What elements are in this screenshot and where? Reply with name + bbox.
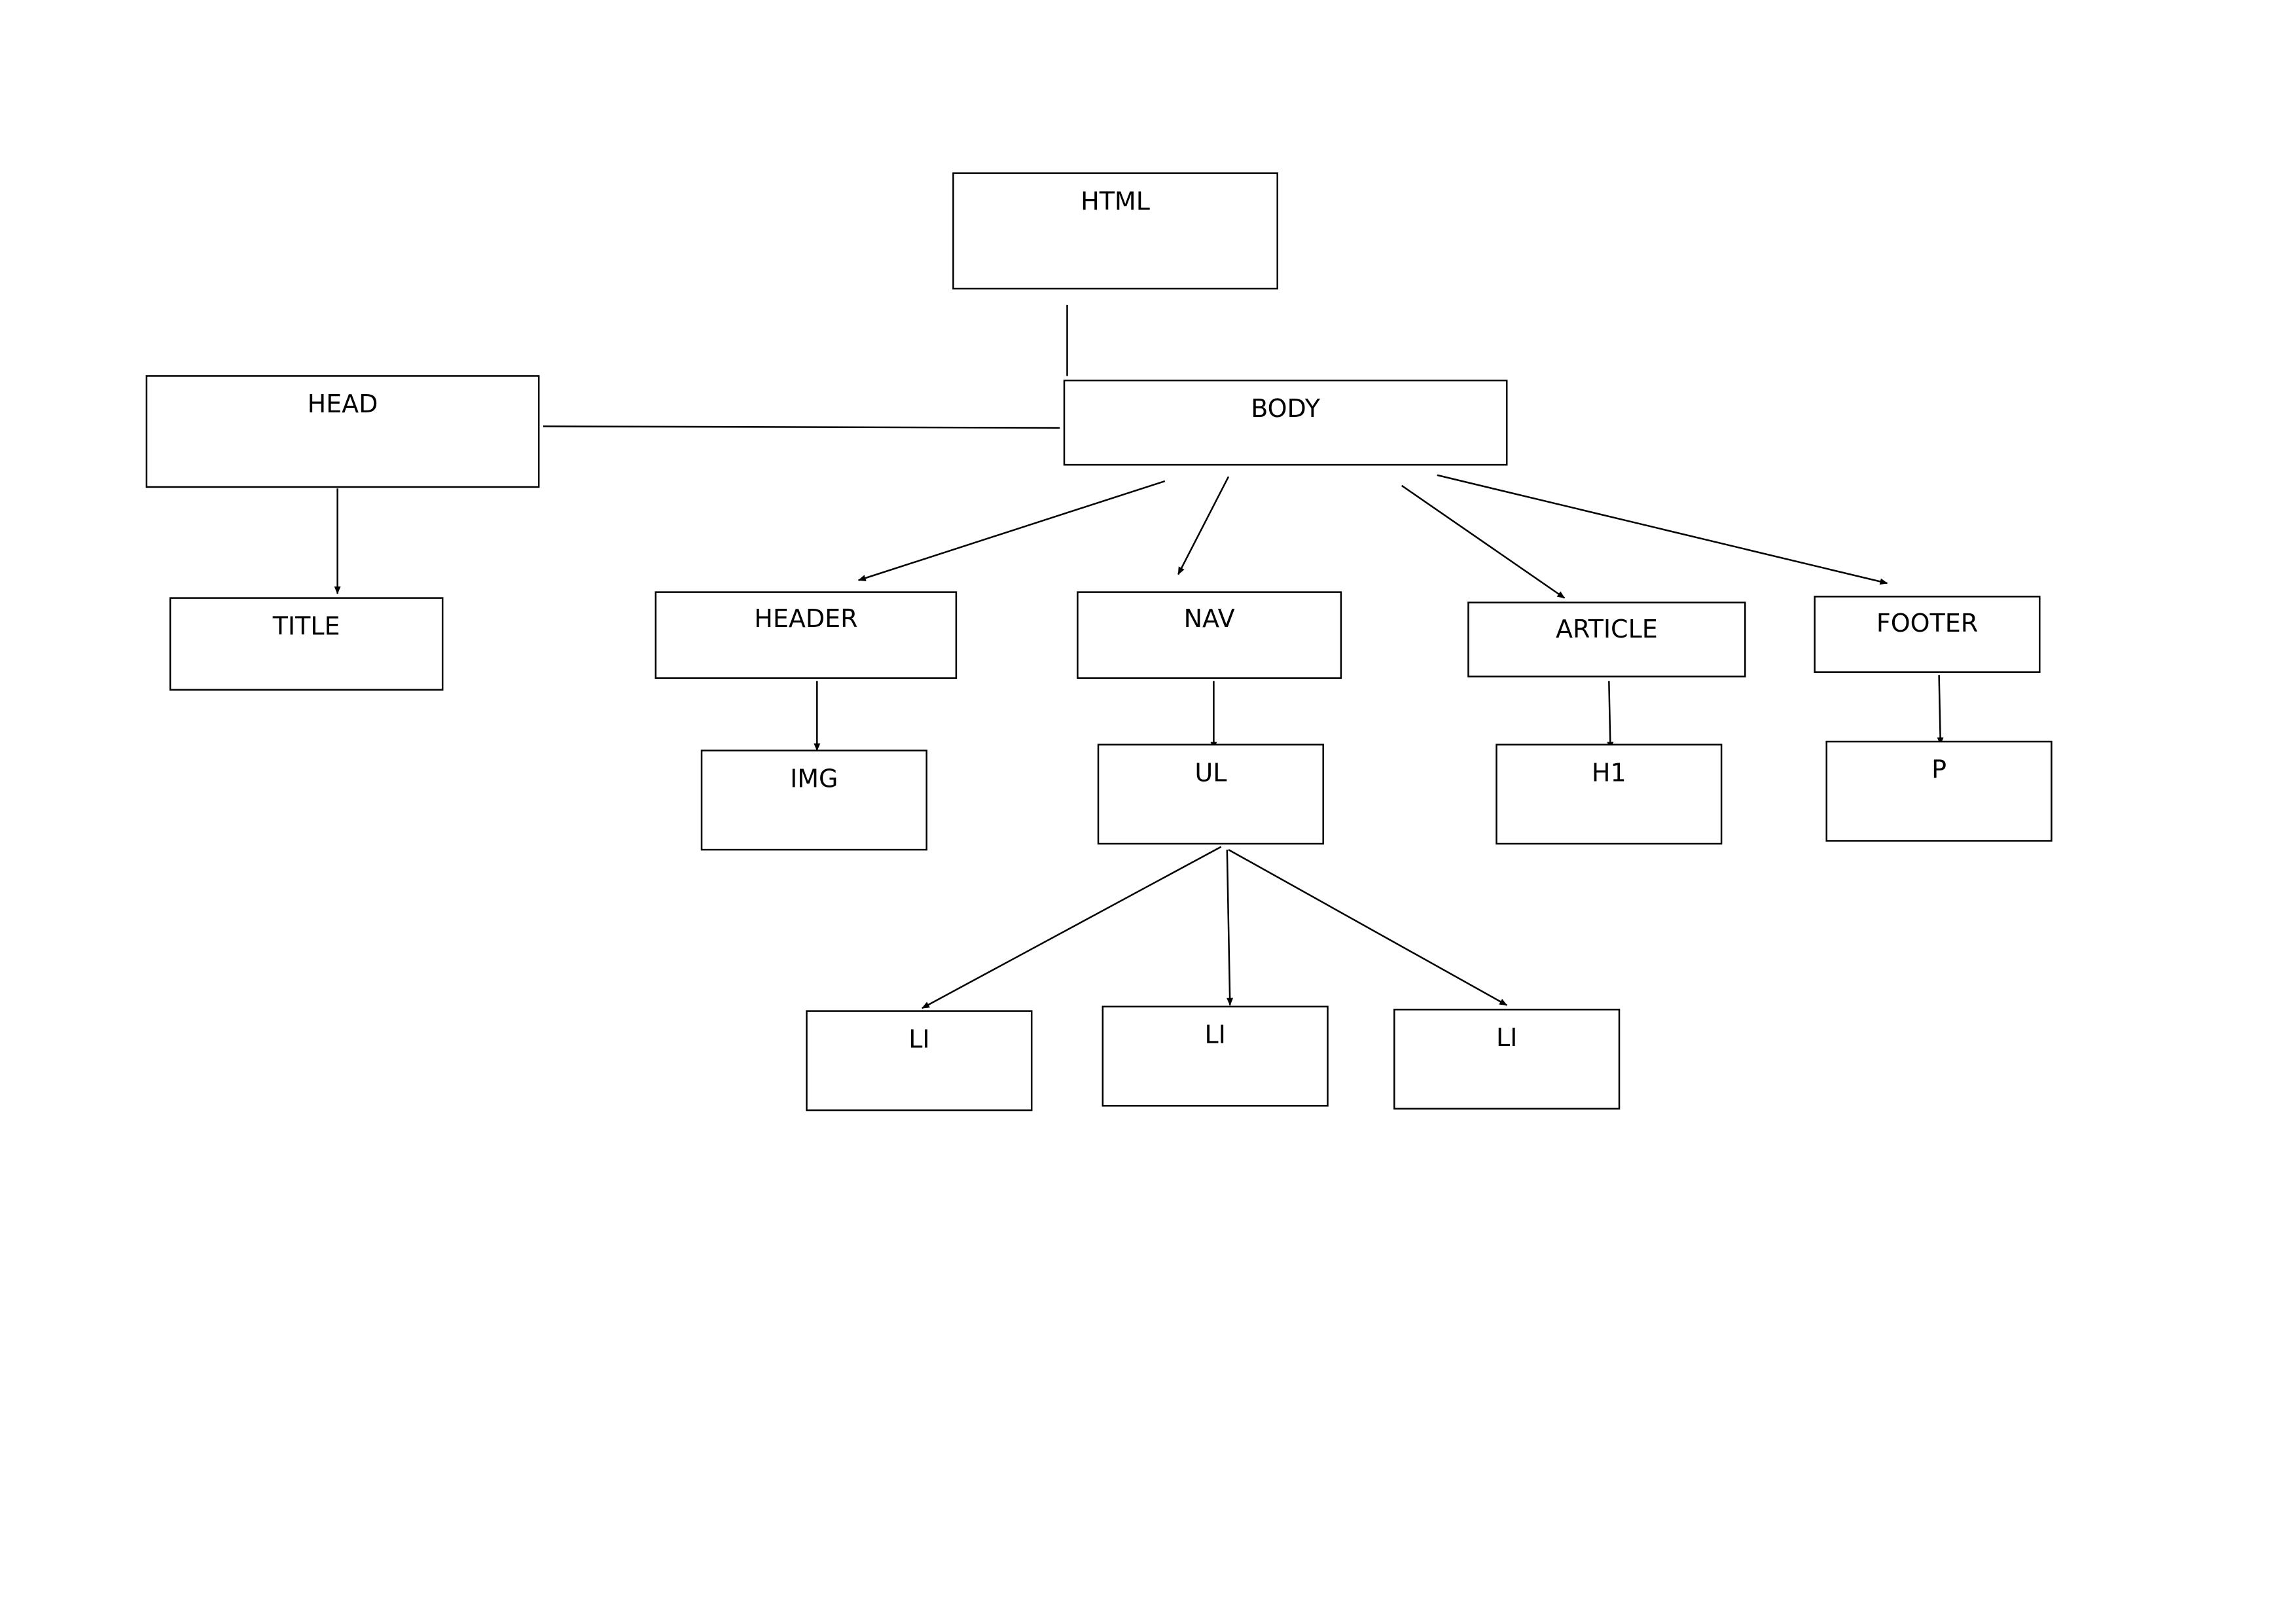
edge-ul-li1 (922, 846, 1222, 1009)
node-label-article: ARTICLE (1556, 615, 1658, 643)
node-li1: LI (806, 1010, 1033, 1111)
node-label-img: IMG (790, 764, 838, 793)
edge-line-head-body (543, 425, 1060, 429)
node-label-ul: UL (1194, 758, 1227, 787)
node-box-body (1063, 379, 1508, 466)
node-ul: UL (1097, 744, 1324, 845)
edge-line-body-footer (1437, 474, 1888, 585)
edge-body-footer (1437, 474, 1888, 585)
node-label-html: HTML (1081, 187, 1150, 215)
node-label-p: P (1931, 755, 1946, 784)
node-label-header: HEADER (754, 604, 857, 633)
edges-layer (334, 304, 1944, 1009)
node-article: ARTICLE (1467, 602, 1746, 677)
node-box-footer (1814, 596, 2041, 673)
edge-footer-p (1937, 675, 1944, 746)
node-box-li2 (1102, 1005, 1329, 1107)
node-box-img (700, 749, 927, 851)
edge-head-body (543, 425, 1060, 429)
nodes-layer: HTML HEAD BODY TITLE HEADER NAV ARTICLE FOOTER I… (145, 172, 2053, 1111)
node-nav: NAV (1077, 591, 1342, 679)
node-box-nav (1077, 591, 1342, 679)
node-box-li3 (1393, 1009, 1621, 1110)
node-title: TITLE (169, 597, 444, 691)
edge-line-body-nav (1177, 476, 1230, 575)
node-box-li1 (806, 1010, 1033, 1111)
edge-line-ul-li2 (1226, 850, 1234, 1006)
node-body: BODY (1063, 379, 1508, 466)
edge-line-ul-li3 (1228, 849, 1508, 1006)
node-label-body: BODY (1251, 394, 1320, 423)
edge-body-nav (1177, 476, 1230, 575)
edge-line-body-header (857, 480, 1166, 581)
node-footer: FOOTER (1814, 596, 2041, 673)
node-img: IMG (700, 749, 927, 851)
edge-body-article (1401, 484, 1566, 599)
node-html: HTML (952, 172, 1278, 290)
node-label-h1: H1 (1592, 758, 1626, 787)
node-label-title: TITLE (272, 611, 340, 640)
node-li2: LI (1102, 1005, 1329, 1107)
node-label-li3: LI (1496, 1023, 1517, 1052)
edge-ul-li3 (1228, 849, 1508, 1006)
edge-ul-li2 (1226, 850, 1234, 1006)
node-label-footer: FOOTER (1876, 609, 1978, 638)
node-label-nav: NAV (1184, 604, 1235, 633)
node-h1: H1 (1496, 744, 1723, 845)
node-label-head: HEAD (308, 389, 378, 418)
node-label-li1: LI (908, 1024, 929, 1053)
node-label-li2: LI (1205, 1020, 1226, 1049)
node-head: HEAD (145, 375, 540, 488)
node-box-header (655, 591, 958, 679)
node-box-h1 (1496, 744, 1723, 845)
node-header: HEADER (655, 591, 958, 679)
node-box-article (1467, 602, 1746, 677)
edge-line-article-h1 (1607, 681, 1614, 750)
edge-line-body-article (1401, 484, 1566, 599)
edge-body-header (857, 480, 1166, 581)
node-box-p (1825, 740, 2053, 842)
node-box-head (145, 375, 540, 488)
edge-line-ul-li1 (922, 846, 1222, 1009)
edge-article-h1 (1607, 681, 1614, 750)
node-box-ul (1097, 744, 1324, 845)
node-box-html (952, 172, 1278, 290)
node-li3: LI (1393, 1009, 1621, 1110)
node-p: P (1825, 740, 2053, 842)
node-box-title (169, 597, 444, 691)
edge-line-footer-p (1937, 675, 1944, 746)
